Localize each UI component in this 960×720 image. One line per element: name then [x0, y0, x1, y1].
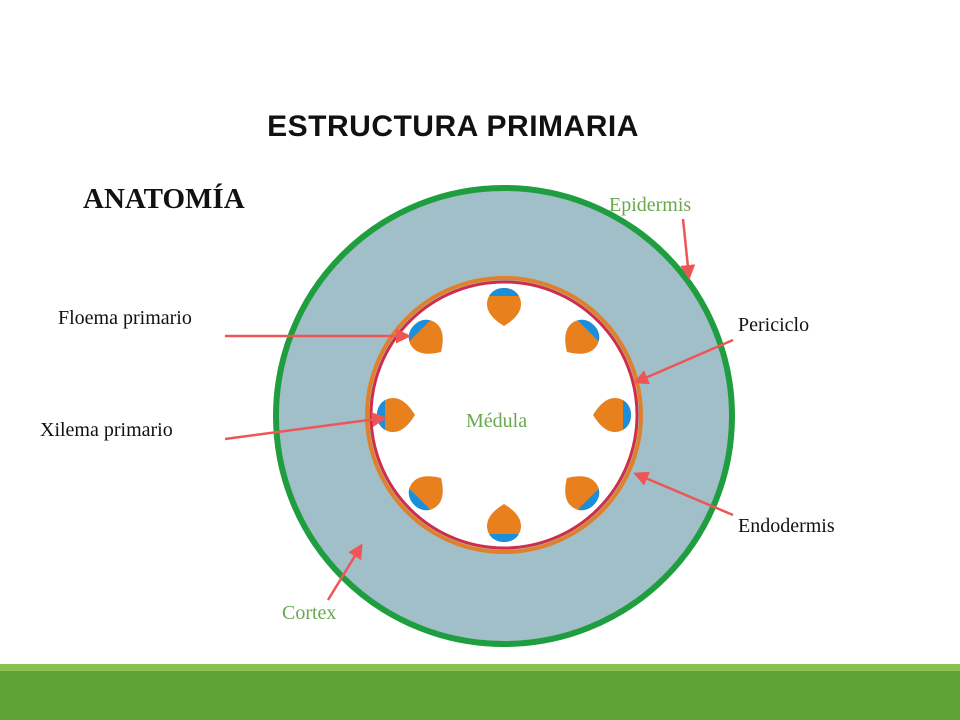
endodermis-ring: [365, 276, 643, 554]
label-floema-primario: Floema primario: [58, 307, 192, 329]
xylem-tissue: [487, 288, 521, 296]
arrow-epidermis: [680, 218, 696, 280]
label-endodermis: Endodermis: [738, 515, 835, 537]
footer-band: [0, 671, 960, 720]
label-xilema-primario: Xilema primario: [40, 419, 173, 441]
label-medula: Médula: [466, 410, 528, 432]
arrow-endodermis: [633, 471, 734, 517]
label-epidermis: Epidermis: [609, 194, 692, 216]
label-periciclo: Periciclo: [738, 314, 810, 336]
phloem-tissue: [487, 504, 521, 542]
slide-title: ESTRUCTURA PRIMARIA: [267, 110, 639, 143]
slide-subtitle: ANATOMÍA: [83, 183, 245, 215]
arrow-xilema: [224, 412, 387, 441]
arrow-cortex: [326, 543, 363, 601]
xylem-tissue: [623, 398, 631, 432]
vascular-bundle: [487, 288, 521, 326]
phloem-tissue: [487, 288, 521, 326]
footer-accent-line: [0, 664, 960, 671]
phloem-tissue: [593, 398, 631, 432]
vascular-bundle: [487, 504, 521, 542]
arrow-periciclo: [633, 338, 734, 385]
vascular-bundle: [593, 398, 631, 432]
xylem-tissue: [487, 534, 521, 542]
label-cortex: Cortex: [282, 602, 337, 624]
